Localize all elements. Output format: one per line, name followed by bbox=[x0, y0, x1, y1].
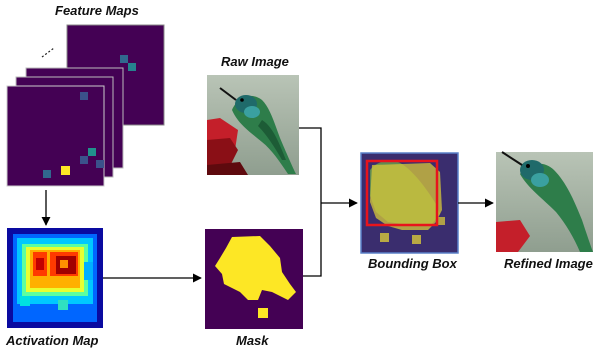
label-refined-image: Refined Image bbox=[504, 256, 593, 271]
activation-map bbox=[7, 228, 103, 328]
feature-maps-stack bbox=[6, 24, 165, 187]
label-raw-image: Raw Image bbox=[221, 54, 289, 69]
feature-map-front bbox=[6, 85, 105, 187]
connector-mask bbox=[303, 203, 322, 277]
connector-raw bbox=[299, 127, 322, 203]
mask bbox=[205, 229, 303, 329]
detection-box bbox=[365, 159, 439, 227]
bounding-box-panel bbox=[360, 152, 459, 254]
label-bounding-box: Bounding Box bbox=[368, 256, 457, 271]
refined-image bbox=[496, 151, 593, 252]
label-activation-map: Activation Map bbox=[6, 333, 99, 348]
stack-ellipsis bbox=[41, 47, 55, 58]
raw-image bbox=[207, 75, 299, 175]
connectors bbox=[41, 127, 494, 283]
label-mask: Mask bbox=[236, 333, 269, 348]
label-feature-maps: Feature Maps bbox=[55, 3, 139, 18]
